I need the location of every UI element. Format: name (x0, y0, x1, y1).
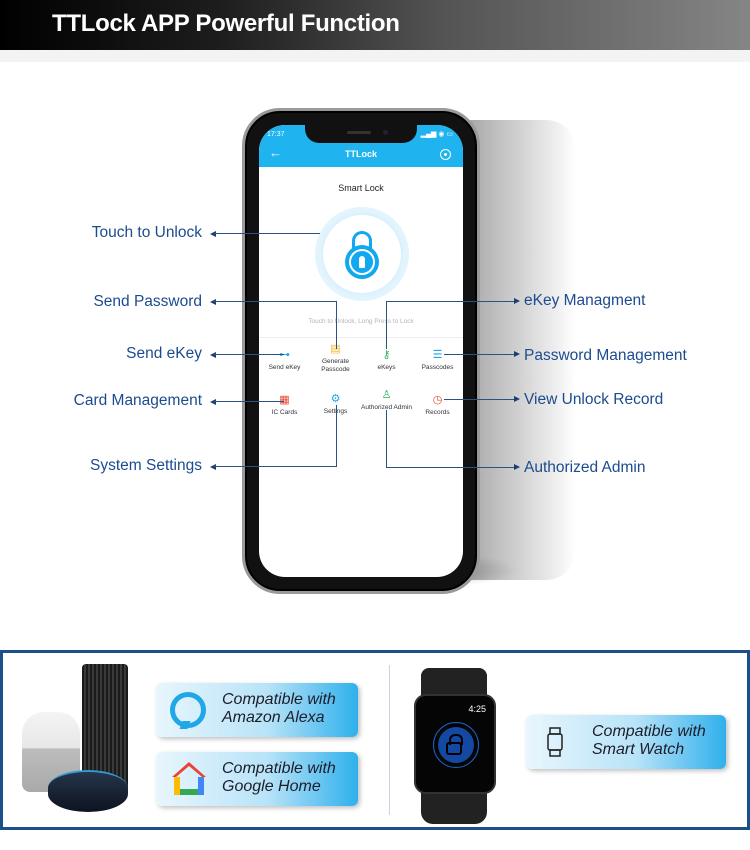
callout-touch-to-unlock: Touch to Unlock (91, 224, 202, 241)
gear-icon: ⚙ (330, 393, 341, 405)
back-arrow-icon[interactable]: ← (269, 145, 282, 160)
card-icon: ▦ (279, 394, 290, 406)
send-ekey-icon: ⊶ (279, 349, 290, 361)
list-icon: ☰ (432, 349, 443, 361)
app-title: TTLock (344, 149, 377, 159)
callout-send-ekey: Send eKey (126, 345, 202, 362)
unlock-button[interactable] (315, 207, 409, 301)
document-icon: ▤ (330, 343, 341, 355)
keys-icon: ⚷ (382, 349, 391, 361)
lock-name: Smart Lock (338, 183, 384, 193)
google-home-icon (172, 762, 206, 795)
padlock-icon (352, 231, 372, 253)
smart-watch-image: 4:25 (414, 694, 496, 794)
grid-item-send-ekey[interactable]: ⊶Send eKey (268, 349, 301, 371)
callout-card-management: Card Management (73, 392, 202, 409)
grid-item-settings[interactable]: ⚙Settings (310, 393, 361, 416)
callout-send-password: Send Password (93, 293, 202, 310)
grid-item-generate-passcode[interactable]: ▤Generate Passcode (321, 343, 350, 373)
grid-item-authorized-admin[interactable]: ♙Authorized Admin (361, 389, 412, 411)
callout-ekey-management: eKey Managment (524, 292, 646, 309)
watch-time: 4:25 (468, 704, 486, 714)
alexa-icon (170, 692, 206, 728)
watch-icon (547, 727, 563, 757)
phone-screen: 17:37 ▂▄▆ ◉ ▭ ← TTLock Smart Lock Touch … (259, 125, 463, 577)
grid-item-ic-cards[interactable]: ▦IC Cards (271, 394, 298, 416)
phone-mockup: 17:37 ▂▄▆ ◉ ▭ ← TTLock Smart Lock Touch … (242, 108, 480, 594)
header-banner: TTLock APP Powerful Function (0, 0, 750, 50)
settings-icon[interactable] (440, 149, 451, 160)
grid-item-records[interactable]: ◷Records (425, 394, 450, 416)
watch-lock-icon (438, 727, 474, 763)
page-title: TTLock APP Powerful Function (52, 10, 400, 37)
grid-item-passcodes[interactable]: ☰Passcodes (421, 349, 454, 371)
clock-icon: ◷ (432, 394, 443, 406)
phone-notch (305, 125, 417, 143)
status-icons: ▂▄▆ ◉ ▭ (420, 131, 453, 138)
callout-system-settings: System Settings (90, 457, 202, 474)
unlock-hint: Touch to Unlock, Long Press to Lock (308, 318, 414, 325)
callout-password-management: Password Management (524, 347, 687, 364)
callout-authorized-admin: Authorized Admin (524, 459, 646, 476)
status-time: 17:37 (267, 131, 285, 138)
echo-dot-image (48, 770, 128, 812)
grid-item-ekeys[interactable]: ⚷eKeys (377, 349, 396, 371)
admin-icon: ♙ (381, 389, 392, 401)
callout-view-unlock-record: View Unlock Record (524, 391, 664, 408)
